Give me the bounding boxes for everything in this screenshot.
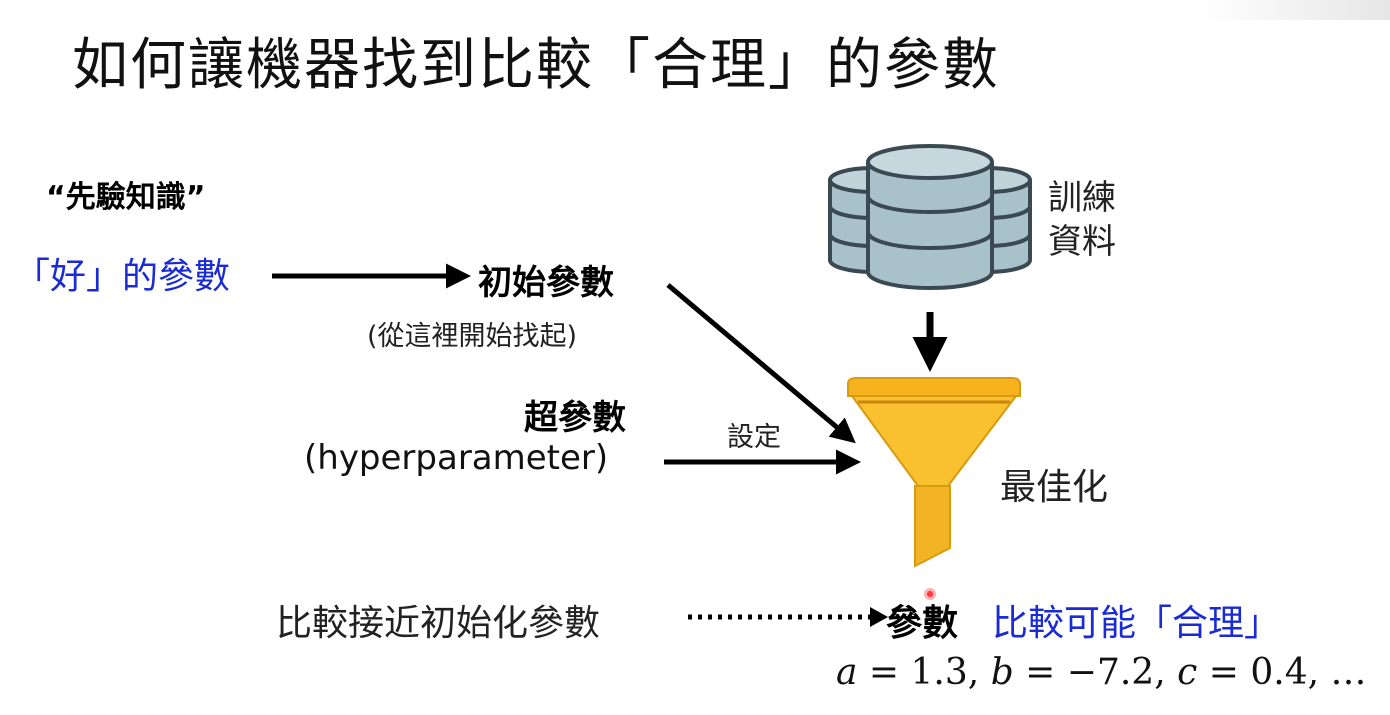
hyperparams-label: 超參數 [524, 398, 626, 438]
eq-ellipsis: … [1330, 652, 1367, 693]
output-params-label: 參數 [886, 603, 959, 644]
eq-c-var: c [1177, 652, 1198, 693]
initial-params-label: 初始參數 [478, 263, 614, 303]
example-equation: a = 1.3, b = −7.2, c = 0.4, … [836, 652, 1367, 693]
funnel-icon [847, 377, 1021, 568]
eq-a-var: a [836, 652, 858, 693]
eq-a-val: 1.3 [910, 652, 968, 693]
optimization-label: 最佳化 [1000, 467, 1109, 508]
eq-c-val: 0.4 [1250, 652, 1308, 693]
prior-knowledge-label: “先驗知識” [46, 180, 206, 215]
training-data-line-1: 訓練 [1048, 178, 1116, 218]
eq-b-val: −7.2 [1066, 652, 1155, 693]
initial-params-note: (從這裡開始找起) [367, 321, 578, 352]
closer-to-init-label: 比較接近初始化參數 [276, 603, 601, 644]
set-arrow-label: 設定 [727, 422, 781, 453]
training-data-line-2: 資料 [1048, 222, 1116, 262]
arrow-initial-to-funnel [666, 283, 856, 444]
cursor-indicator [924, 588, 936, 600]
eq-b-var: b [990, 652, 1014, 693]
top-edge-shade [1200, 0, 1390, 20]
training-data-label: 訓練 資料 [1048, 176, 1116, 264]
more-reasonable-label: 比較可能「合理」 [992, 603, 1281, 644]
hyperparams-english: (hyperparameter) [304, 438, 609, 478]
page-title: 如何讓機器找到比較「合理」的參數 [72, 33, 1000, 98]
database-icon [828, 144, 1032, 290]
good-params-label: 「好」的參數 [14, 256, 231, 297]
dotted-arrowhead [870, 607, 888, 627]
